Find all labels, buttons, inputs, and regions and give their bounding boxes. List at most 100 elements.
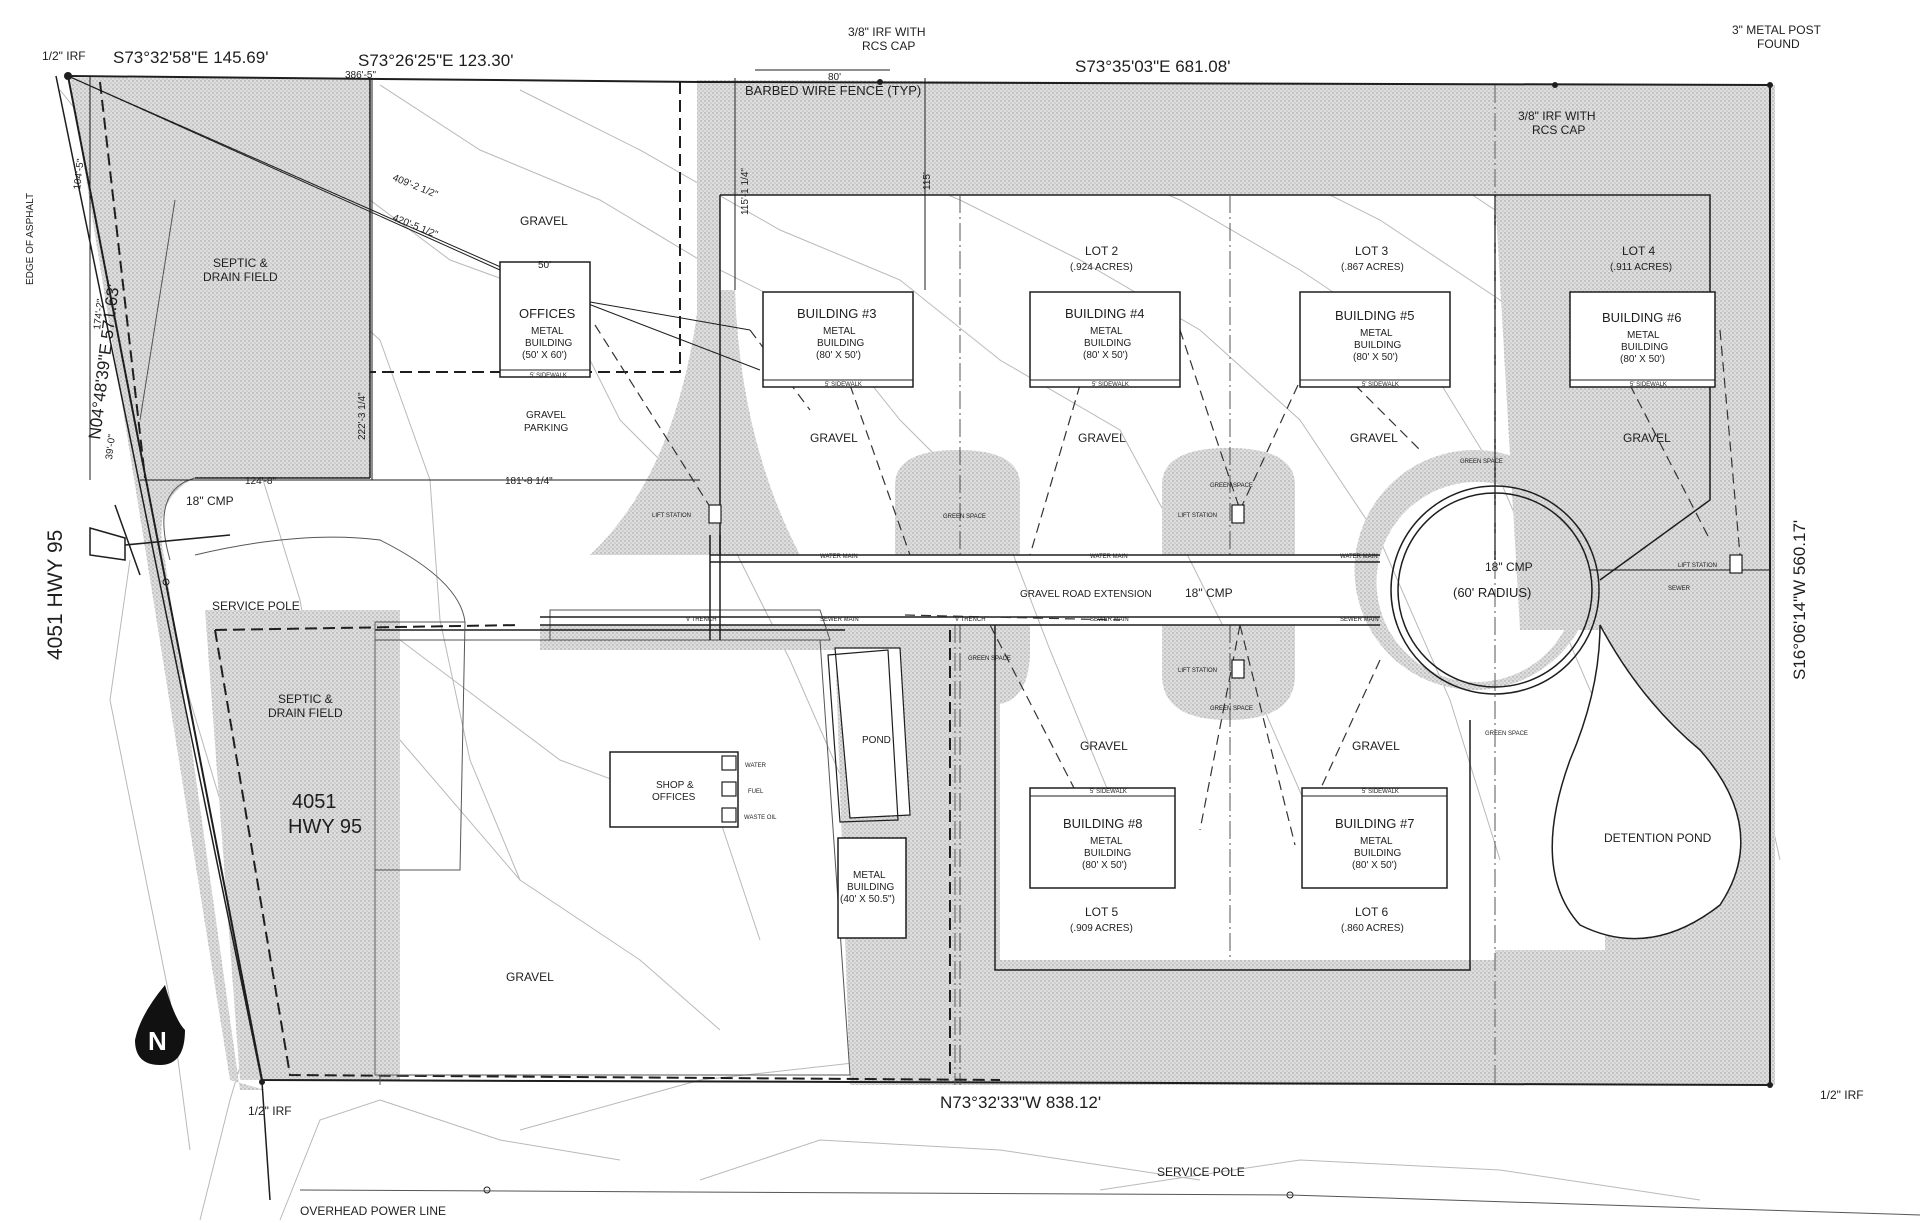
b6-type-2: BUILDING bbox=[1621, 342, 1668, 353]
building-8 bbox=[1029, 787, 1176, 889]
trench-1: V TRENCH bbox=[686, 617, 717, 623]
green-space-2: GREEN SPACE bbox=[1210, 483, 1253, 489]
lot5-acres: (.909 ACRES) bbox=[1070, 923, 1133, 934]
sidewalk-b3: 5' SIDEWALK bbox=[825, 382, 862, 388]
highway-label: 4051 HWY 95 bbox=[44, 530, 67, 660]
bearing-top-2: S73°26'25"E 123.30' bbox=[358, 51, 513, 70]
lot4-name: LOT 4 bbox=[1622, 244, 1655, 258]
fuel-label: FUEL bbox=[748, 789, 764, 795]
pond-label: POND bbox=[862, 735, 891, 746]
shop-label-2: OFFICES bbox=[652, 792, 696, 803]
trench-2: V TRENCH bbox=[955, 617, 986, 623]
metal-bldg-type-2: BUILDING bbox=[847, 882, 894, 893]
landscape-areas bbox=[70, 78, 1775, 1090]
buildings bbox=[499, 261, 1716, 939]
gravel-lot-3: GRAVEL bbox=[810, 431, 858, 445]
b7-type-1: METAL bbox=[1360, 836, 1393, 847]
lot2-name: LOT 2 bbox=[1085, 244, 1118, 258]
b3-type-1: METAL bbox=[823, 326, 856, 337]
sidewalks bbox=[500, 369, 1715, 797]
gravel-lot-4: GRAVEL bbox=[1623, 431, 1671, 445]
gravel-west: GRAVEL bbox=[506, 970, 554, 984]
building-5 bbox=[1299, 291, 1451, 388]
b6-type-1: METAL bbox=[1627, 330, 1660, 341]
b4-size: (80' X 50') bbox=[1083, 350, 1128, 361]
water-main-3: WATER MAIN bbox=[1340, 554, 1378, 560]
utility-connections bbox=[594, 324, 1741, 846]
north-arrow-label: N bbox=[148, 1026, 167, 1056]
building-6 bbox=[1569, 291, 1716, 388]
b5-size: (80' X 50') bbox=[1353, 352, 1398, 363]
pond bbox=[827, 647, 911, 823]
shop-label-1: SHOP & bbox=[656, 780, 694, 791]
service-pole-south: SERVICE POLE bbox=[1157, 1165, 1245, 1179]
b8-name: BUILDING #8 bbox=[1063, 816, 1142, 831]
dim-222: 222'-3 1/4" bbox=[357, 392, 368, 440]
b5-name: BUILDING #5 bbox=[1335, 308, 1414, 323]
water-main-2: WATER MAIN bbox=[1090, 554, 1128, 560]
lot-division-lines bbox=[954, 85, 1496, 1085]
b5-type-2: BUILDING bbox=[1354, 340, 1401, 351]
building-7 bbox=[1301, 787, 1448, 889]
sidewalk-offices: 5' SIDEWALK bbox=[530, 373, 567, 379]
dim-124: 124'-8" bbox=[245, 476, 276, 487]
green-space-1: GREEN SPACE bbox=[943, 514, 986, 520]
waste-oil-label: WASTE OIL bbox=[744, 815, 777, 821]
septic-top-2: DRAIN FIELD bbox=[203, 270, 278, 284]
lot3-name: LOT 3 bbox=[1355, 244, 1388, 258]
dim-104: 104'-5" bbox=[72, 158, 87, 191]
gravel-parking-2: PARKING bbox=[524, 423, 568, 434]
barbed-fence-label: BARBED WIRE FENCE (TYP) bbox=[745, 83, 921, 98]
lot6-acres: (.860 ACRES) bbox=[1341, 923, 1404, 934]
sewer-main-2: SEWER MAIN bbox=[1090, 617, 1129, 623]
offices-type-2: BUILDING bbox=[525, 338, 572, 349]
green-space-3: GREEN SPACE bbox=[1460, 459, 1503, 465]
dim-409: 409'-2 1/2" bbox=[391, 173, 440, 201]
lot4-acres: (.911 ACRES) bbox=[1610, 262, 1672, 273]
rcs-cap-top-1: 3/8" IRF WITH bbox=[848, 25, 926, 39]
overhead-power-label: OVERHEAD POWER LINE bbox=[300, 1204, 446, 1218]
bearing-bottom: N73°32'33"W 838.12' bbox=[940, 1093, 1101, 1112]
offices-building bbox=[499, 261, 591, 378]
gravel-road-ext: GRAVEL ROAD EXTENSION bbox=[1020, 589, 1152, 600]
metal-post-2: FOUND bbox=[1757, 37, 1800, 51]
green-space-6: GREEN SPACE bbox=[1485, 731, 1528, 737]
dim-181: 181'-8 1/4" bbox=[505, 476, 553, 487]
b7-size: (80' X 50') bbox=[1352, 860, 1397, 871]
b7-name: BUILDING #7 bbox=[1335, 816, 1414, 831]
address-1: 4051 bbox=[292, 791, 337, 813]
overhead-power-line bbox=[299, 1189, 1920, 1216]
b8-size: (80' X 50') bbox=[1082, 860, 1127, 871]
gravel-parking-1: GRAVEL bbox=[526, 410, 566, 421]
rcs-cap-right-2: RCS CAP bbox=[1532, 123, 1585, 137]
dim-80: 80' bbox=[828, 72, 841, 83]
green-space-5: GREEN SPACE bbox=[1210, 706, 1253, 712]
water-label: WATER bbox=[745, 763, 767, 769]
metal-bldg-type-1: METAL bbox=[853, 870, 886, 881]
b3-size: (80' X 50') bbox=[816, 350, 861, 361]
dim-174: 174'-2" bbox=[92, 298, 107, 331]
b7-type-2: BUILDING bbox=[1354, 848, 1401, 859]
b5-type-1: METAL bbox=[1360, 328, 1393, 339]
dim-386: 386'-5" bbox=[345, 70, 376, 81]
metal-bldg-size: (40' X 50.5") bbox=[840, 894, 895, 905]
rcs-cap-right-1: 3/8" IRF WITH bbox=[1518, 109, 1596, 123]
cmp-west: 18" CMP bbox=[186, 494, 234, 508]
property-boundary bbox=[66, 74, 1771, 1087]
easement-lines bbox=[99, 81, 1001, 1081]
detention-pond bbox=[1551, 624, 1742, 940]
lot3-acres: (.867 ACRES) bbox=[1341, 262, 1404, 273]
dimension-lines bbox=[67, 69, 1770, 571]
septic-top-1: SEPTIC & bbox=[213, 256, 268, 270]
b6-name: BUILDING #6 bbox=[1602, 310, 1681, 325]
cul-de-sac bbox=[1390, 485, 1600, 695]
dim-39: 39'-0" bbox=[104, 433, 118, 460]
cmp-culdesac: 18" CMP bbox=[1485, 560, 1533, 574]
service-pole-west: SERVICE POLE bbox=[212, 599, 300, 613]
lot6-name: LOT 6 bbox=[1355, 905, 1388, 919]
road-extension bbox=[540, 535, 1380, 640]
lift-station-1: LIFT STATION bbox=[652, 513, 691, 519]
b4-name: BUILDING #4 bbox=[1065, 306, 1144, 321]
gravel-lot-6: GRAVEL bbox=[1352, 739, 1400, 753]
